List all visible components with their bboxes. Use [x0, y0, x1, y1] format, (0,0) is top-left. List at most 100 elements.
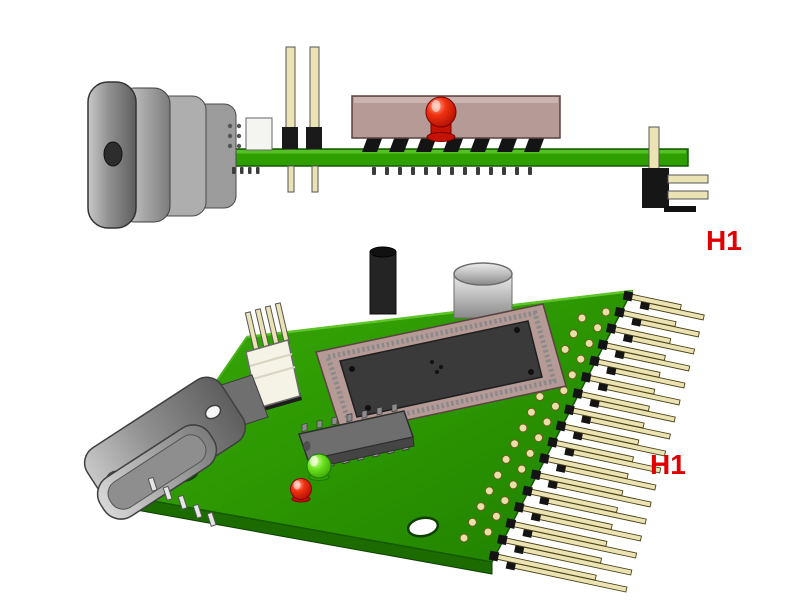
gold-pad	[508, 480, 518, 490]
dip-leg	[376, 406, 383, 416]
green-led-iso	[306, 453, 332, 481]
dip-leg	[361, 410, 368, 419]
chip-center-dot	[430, 360, 434, 364]
socket-top-highlight	[354, 97, 558, 103]
through-pin	[256, 167, 260, 174]
gold-pad	[526, 407, 536, 417]
db9-pin	[192, 503, 203, 519]
header-pin-base	[564, 404, 575, 416]
header-pin-base	[513, 501, 525, 513]
db9-pin	[162, 485, 173, 501]
through-pin	[411, 167, 415, 175]
db9-screw-hole	[204, 404, 222, 420]
header-pin-base	[530, 469, 542, 481]
socket-contact	[524, 136, 545, 152]
chip-corner-dot	[349, 366, 355, 372]
header-pin-dark	[664, 206, 696, 212]
gold-pad	[484, 486, 494, 496]
header-pin	[530, 469, 624, 497]
chip-corner-dot	[365, 405, 371, 411]
header-pin	[605, 323, 672, 345]
header-pin-horizontal	[667, 174, 709, 184]
header-pin-base	[497, 534, 508, 546]
led-highlight	[293, 480, 301, 490]
db9-pin	[147, 476, 158, 492]
through-pin	[489, 167, 493, 175]
gold-pad	[601, 307, 611, 317]
through-hole-pads-iso	[459, 307, 611, 543]
gold-pad	[576, 354, 586, 364]
button-top	[369, 246, 397, 258]
header-pin	[622, 290, 682, 311]
gold-pad	[577, 313, 587, 323]
db9-pin-dot	[236, 143, 242, 149]
led-dome	[306, 453, 332, 479]
db9-connector-side	[87, 81, 237, 229]
socket-contact	[470, 136, 491, 152]
header-pin	[505, 518, 608, 547]
through-pin	[424, 167, 428, 175]
right-angle-header-side	[642, 126, 709, 212]
header-pin-base	[605, 323, 617, 334]
gold-pad	[517, 464, 527, 474]
gold-pad	[500, 496, 510, 506]
header-base	[642, 168, 669, 208]
gold-pad	[510, 439, 520, 449]
gold-pad	[593, 323, 603, 333]
through-pin	[502, 167, 506, 175]
wire-connector-iso	[244, 302, 302, 412]
oscillator-iso	[453, 262, 513, 319]
header-pin-base	[597, 339, 609, 351]
plcc-socket-iso	[315, 303, 567, 435]
header-pin-base	[522, 485, 533, 497]
header-pin-base	[580, 371, 592, 383]
gold-pad	[584, 338, 594, 348]
header-pin-horizontal	[667, 190, 709, 200]
gold-pad	[493, 470, 503, 480]
header-pin	[597, 339, 666, 361]
label-h1-iso: H1	[650, 449, 686, 480]
gold-pad	[501, 454, 511, 464]
header-pin-base	[589, 355, 600, 367]
header-pin	[497, 534, 603, 564]
gold-pad	[525, 448, 535, 458]
through-pin	[372, 167, 376, 175]
header-pin-base	[547, 436, 558, 448]
dip-leg	[346, 413, 353, 423]
header-pin	[614, 306, 677, 328]
through-pin	[450, 167, 454, 175]
led-dome	[425, 96, 457, 128]
dip-leg	[301, 423, 308, 432]
gold-pad	[567, 370, 577, 380]
gold-pad	[542, 417, 552, 427]
header-pin-base	[505, 518, 517, 529]
pcb-top-edge-highlight	[246, 289, 633, 339]
dip-leg	[316, 419, 323, 429]
header-pin-tail	[287, 165, 295, 193]
socket-contact	[362, 136, 383, 152]
gold-pad	[560, 344, 570, 354]
connector-ridge	[252, 366, 296, 380]
gold-pad	[535, 392, 545, 402]
header-pin	[547, 436, 635, 463]
led-flange	[426, 132, 456, 142]
gold-pad	[569, 329, 579, 339]
led-highlight	[431, 100, 441, 112]
through-hole-pins-side	[227, 123, 532, 175]
db9-pin	[206, 511, 217, 527]
header-pin	[555, 420, 640, 446]
through-pin	[463, 167, 467, 175]
socket-contact	[389, 136, 410, 152]
label-h1-side: H1	[706, 225, 742, 256]
through-pin	[515, 167, 519, 175]
header-pin	[572, 388, 650, 412]
header-pin	[488, 550, 597, 581]
gold-pad	[476, 502, 486, 512]
header-base	[282, 127, 298, 149]
side-view: H1	[87, 46, 742, 256]
dip-leg	[391, 403, 398, 413]
header-pin	[580, 371, 656, 395]
chip-center-dot	[439, 365, 443, 369]
chip-corner-dot	[514, 327, 520, 333]
